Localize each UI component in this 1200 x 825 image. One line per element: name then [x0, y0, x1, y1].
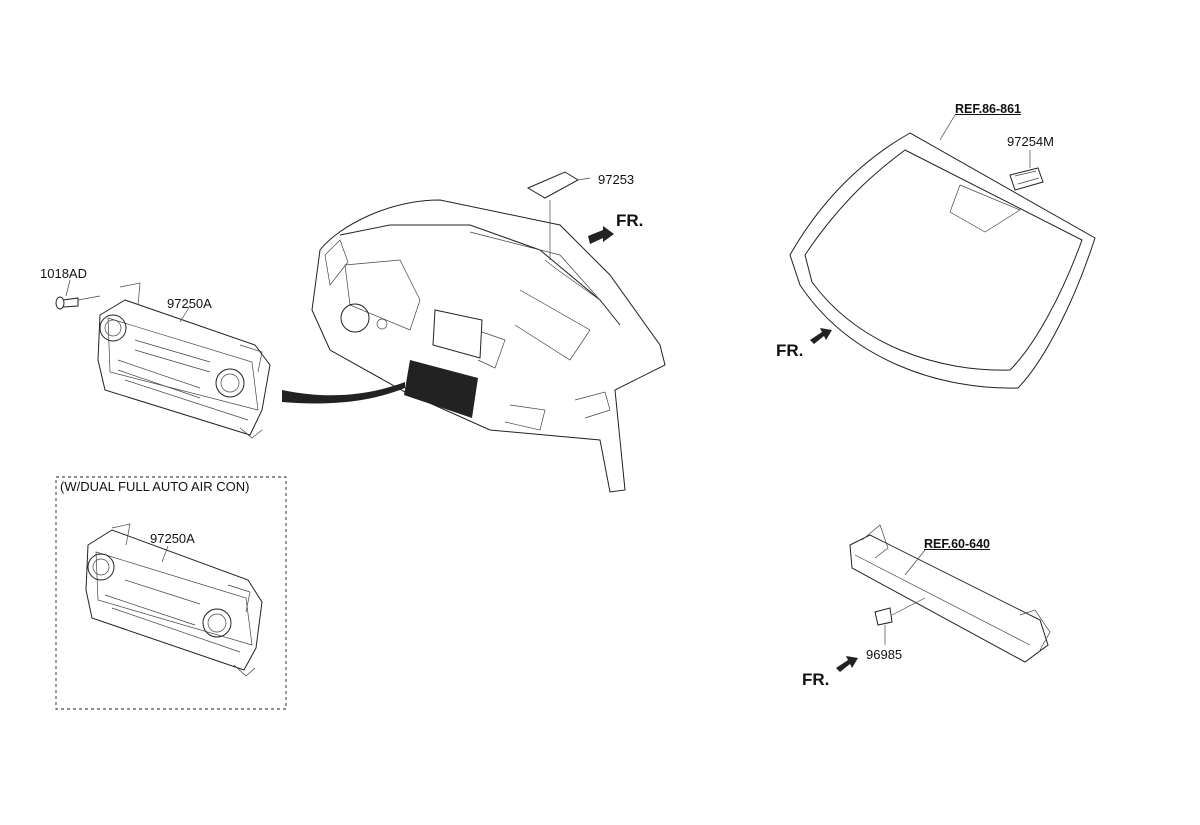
label-fr-bumper: FR.	[802, 670, 830, 689]
climate-control-unit	[97, 282, 271, 439]
ambient-sensor	[874, 597, 926, 645]
fr-arrow-dash-icon	[588, 226, 614, 244]
label-screw: 1018AD	[40, 266, 87, 281]
label-ref-windshield: REF.86-861	[955, 102, 1022, 116]
connection-arrow	[282, 382, 405, 404]
label-sensor-windshield: 97254M	[1007, 134, 1054, 149]
fr-arrow-windshield-icon	[810, 328, 832, 344]
photo-sensor-dash	[526, 171, 591, 260]
dual-climate-control-unit	[85, 523, 263, 677]
dual-option-box	[55, 476, 287, 710]
label-ref-bumper: REF.60-640	[924, 537, 991, 551]
screw-part	[55, 279, 101, 310]
label-dual-caption: (W/DUAL FULL AUTO AIR CON)	[60, 479, 250, 494]
dashboard-assembly	[311, 199, 666, 493]
leader-control	[179, 305, 191, 323]
label-control-dual: 97250A	[150, 531, 195, 546]
windshield	[789, 114, 1096, 389]
rain-sensor	[1009, 150, 1044, 191]
bumper-beam	[849, 524, 1051, 663]
label-fr-dash: FR.	[616, 211, 644, 230]
label-sensor-dash: 97253	[598, 172, 635, 187]
label-fr-windshield: FR.	[776, 341, 804, 360]
label-control-main: 97250A	[167, 296, 212, 311]
fr-arrow-bumper-icon	[836, 656, 858, 672]
label-sensor-bumper: 96985	[866, 647, 903, 662]
